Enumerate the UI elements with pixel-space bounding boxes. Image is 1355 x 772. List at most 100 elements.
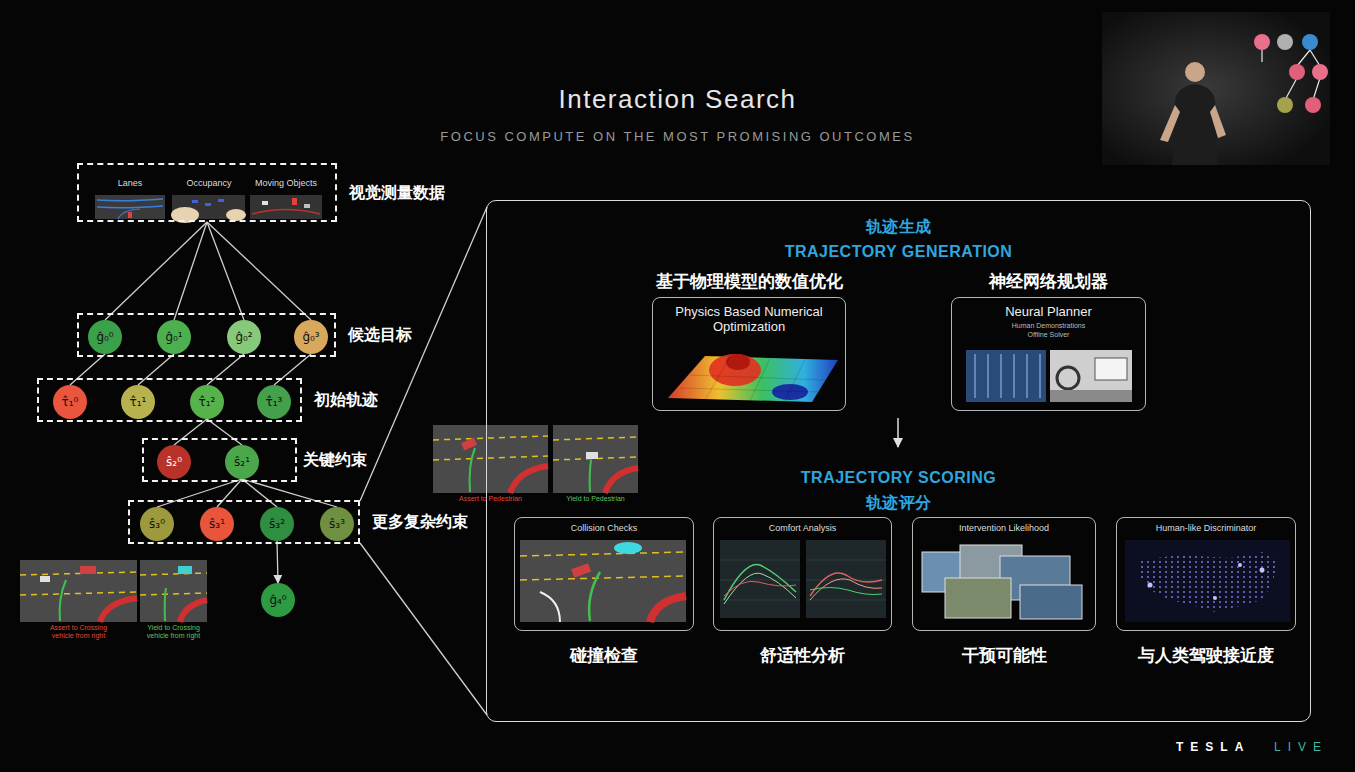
method-box: 基于物理模型的数值优化Physics Based Numerical Optim… [652, 297, 846, 411]
brand-mark: LIVE [1274, 740, 1340, 754]
score-label: 舒适性分析 [684, 644, 921, 667]
group-box: 视觉测量数据 [77, 163, 337, 222]
state-node: ŝ₃³ [320, 507, 354, 541]
group-label: 视觉测量数据 [349, 182, 445, 203]
connector [274, 354, 311, 385]
group-box: 候选目标ĝ₀⁰ĝ₀¹ĝ₀²ĝ₀³ [77, 313, 336, 357]
connector [360, 543, 487, 715]
pedestrian-scenes [433, 425, 638, 493]
brand-mark: TESLA [1176, 740, 1268, 754]
connector [157, 479, 242, 507]
score-label: 干预可能性 [883, 644, 1125, 667]
state-node: ĝ₄⁰ [261, 583, 295, 617]
state-label: ĝ₀¹ [165, 330, 182, 344]
image-caption: Yield to Crossing vehicle from right [141, 624, 207, 641]
comfort-charts [720, 540, 886, 618]
state-node: τ̂₁³ [257, 385, 291, 419]
state-label: ŝ₂⁰ [166, 455, 182, 469]
method-text: Neural Planner [960, 304, 1137, 319]
vision-thumbnails [95, 195, 322, 223]
state-label: ŝ₃¹ [209, 517, 225, 531]
score-box: Collision Checks碰撞检查 [514, 517, 694, 631]
state-node: τ̂₁⁰ [53, 385, 87, 419]
state-label: ĝ₀² [235, 330, 252, 344]
connector [105, 222, 207, 320]
state-label: ĝ₄⁰ [269, 593, 286, 607]
group-label: 初始轨迹 [314, 390, 378, 411]
state-node: ĝ₀⁰ [88, 320, 122, 354]
state-label: τ̂₁² [199, 395, 216, 409]
connector [174, 419, 207, 445]
method-text: Offline Solver [960, 331, 1137, 338]
group-label: 更多复杂约束 [372, 512, 468, 533]
connector [207, 222, 244, 320]
score-title: Human-like Discriminator [1121, 523, 1291, 533]
group-box: 初始轨迹τ̂₁⁰τ̂₁¹τ̂₁²τ̂₁³ [37, 378, 302, 422]
collision-picture [520, 540, 686, 622]
state-node: ŝ₂¹ [225, 445, 259, 479]
score-box: Human-like Discriminator与人类驾驶接近度 [1116, 517, 1296, 631]
section-heading: TRAJECTORY GENERATION [487, 243, 1310, 261]
state-node: ŝ₂⁰ [157, 445, 191, 479]
group-label: 候选目标 [348, 325, 412, 346]
state-label: ŝ₃⁰ [149, 517, 165, 531]
connector [207, 354, 244, 385]
image-caption: Assert to Pedestrian [433, 495, 548, 503]
state-node: τ̂₁¹ [121, 385, 155, 419]
state-label: τ̂₁⁰ [62, 395, 79, 409]
group-box: 更多复杂约束ŝ₃⁰ŝ₃¹ŝ₃²ŝ₃³ [128, 500, 360, 544]
state-label: τ̂₁³ [266, 395, 283, 409]
connector [360, 207, 487, 501]
score-box: Comfort Analysis舒适性分析 [713, 517, 892, 631]
state-node: τ̂₁² [190, 385, 224, 419]
state-label: ĝ₀³ [302, 330, 319, 344]
method-heading: 神经网络规划器 [912, 270, 1185, 293]
score-label: 与人类驾驶接近度 [1087, 644, 1325, 667]
state-node: ŝ₃⁰ [140, 507, 174, 541]
connector [174, 222, 207, 320]
connector [70, 354, 105, 385]
section-heading: TRAJECTORY SCORING [487, 469, 1310, 487]
state-node: ŝ₃¹ [200, 507, 234, 541]
connector [207, 222, 311, 320]
method-box: 神经网络规划器Neural PlannerHuman Demonstration… [951, 297, 1146, 411]
flow-arrow [897, 418, 899, 447]
method-text: Human Demonstrations [960, 322, 1137, 329]
state-node: ŝ₃² [260, 507, 294, 541]
intervention-photos [922, 545, 1082, 619]
score-title: Comfort Analysis [718, 523, 887, 533]
section-heading: 轨迹生成 [487, 217, 1310, 238]
connector [277, 541, 278, 583]
speaker-photo [1102, 12, 1330, 165]
fleet-map [1125, 540, 1290, 622]
score-label: 碰撞检查 [485, 644, 723, 667]
image-caption: Yield to Pedestrian [553, 495, 638, 503]
score-title: Intervention Likelihood [917, 523, 1091, 533]
group-label: 关键约束 [303, 450, 367, 471]
method-heading: 基于物理模型的数值优化 [613, 270, 885, 293]
neural-planner-photo [966, 350, 1132, 402]
state-label: ŝ₃³ [329, 517, 345, 531]
state-node: ĝ₀¹ [157, 320, 191, 354]
connector [242, 479, 277, 507]
connector [242, 479, 337, 507]
image-caption: Occupancy [170, 178, 248, 189]
slide-subtitle: FOCUS COMPUTE ON THE MOST PROMISING OUTC… [0, 129, 1355, 144]
group-box: 关键约束ŝ₂⁰ŝ₂¹ [142, 438, 297, 482]
state-label: ĝ₀⁰ [96, 330, 113, 344]
method-text: Physics Based Numerical Optimization [661, 304, 837, 334]
image-caption: Lanes [95, 178, 165, 189]
image-caption: Assert to Crossing vehicle from right [40, 624, 118, 641]
connector [207, 419, 242, 445]
state-node: ĝ₀² [227, 320, 261, 354]
detail-panel: 轨迹生成 TRAJECTORY GENERATION TRAJECTORY SCOR… [486, 200, 1311, 722]
state-label: ŝ₂¹ [234, 455, 250, 469]
connector [138, 354, 174, 385]
state-node: ĝ₀³ [294, 320, 328, 354]
slide-title: Interaction Search [0, 84, 1355, 115]
crossing-scenes [20, 560, 207, 622]
state-label: τ̂₁¹ [130, 395, 147, 409]
score-box: Intervention Likelihood干预可能性 [912, 517, 1096, 631]
score-title: Collision Checks [519, 523, 689, 533]
